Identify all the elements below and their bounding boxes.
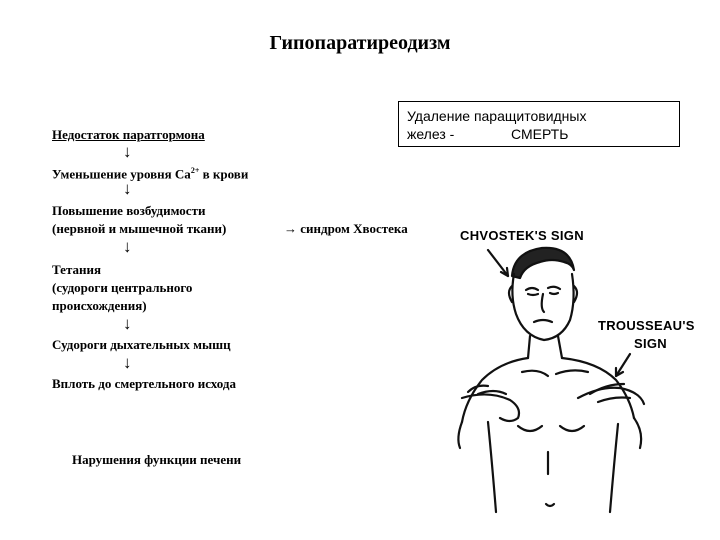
down-arrow-icon: ↓	[123, 142, 132, 161]
flow-step-parathormone-deficiency: Недостаток паратгормона	[52, 127, 205, 142]
removal-box-line2: желез - СМЕРТЬ	[407, 125, 671, 143]
right-shoulder	[560, 356, 636, 420]
hair	[510, 246, 576, 280]
left-side	[486, 420, 498, 514]
trousseau-pointer-arrow	[614, 352, 632, 378]
down-arrow-icon: ↓	[123, 237, 132, 256]
clinical-signs-illustration: CHVOSTEK'S SIGN TROUSSEAU'S SIGN	[448, 212, 710, 532]
flow-step-tetany-line2: (судороги центрального	[52, 280, 193, 295]
patient-drawing: CHVOSTEK'S SIGN TROUSSEAU'S SIGN	[457, 228, 695, 514]
calcium-suffix: в крови	[199, 166, 249, 182]
right-hand	[576, 386, 646, 406]
flow-step-tetany-line1: Тетания	[52, 262, 102, 277]
chvostek-pointer-arrow	[486, 248, 510, 278]
face-outline	[511, 272, 575, 342]
flow-step-excitability-line2: (нервной и мышечной ткани)	[52, 221, 227, 236]
left-hand	[460, 393, 521, 423]
liver-dysfunction-note: Нарушения функции печени	[72, 452, 242, 467]
calcium-charge: 2+	[190, 166, 200, 175]
removal-box: Удаление паращитовидных желез - СМЕРТЬ	[398, 101, 680, 147]
slide-title: Гипопаратиреодизм	[269, 32, 451, 54]
flow-step-excitability-line1: Повышение возбудимости	[52, 203, 206, 218]
chvostek-syndrome-label: синдром Хвостека	[300, 221, 408, 236]
chvostek-syndrome: → синдром Хвостека	[284, 220, 408, 237]
flow-step-tetany-line3: происхождения)	[52, 298, 147, 313]
flow-step-respiratory-spasm: Судороги дыхательных мышц	[52, 337, 231, 352]
right-side	[608, 422, 620, 514]
chvostek-sign-label: CHVOSTEK'S SIGN	[460, 228, 584, 243]
removal-box-line1: Удаление паращитовидных	[407, 108, 587, 124]
trousseau-sign-label-line1: TROUSSEAU'S	[598, 318, 695, 333]
left-shoulder	[460, 356, 530, 424]
flow-step-calcium-decrease: Уменьшение уровня Са2+ в крови	[52, 162, 248, 182]
removal-box-glands: желез -	[407, 126, 455, 142]
removal-box-death: СМЕРТЬ	[511, 126, 569, 142]
right-arrow-icon: →	[284, 221, 297, 236]
trousseau-sign-label-line2: SIGN	[634, 336, 667, 351]
down-arrow-icon: ↓	[123, 314, 132, 333]
down-arrow-icon: ↓	[123, 353, 132, 372]
calcium-text: Уменьшение уровня Са	[52, 166, 191, 182]
flow-step-fatal-outcome: Вплоть до смертельного исхода	[52, 376, 237, 391]
down-arrow-icon: ↓	[123, 179, 132, 198]
